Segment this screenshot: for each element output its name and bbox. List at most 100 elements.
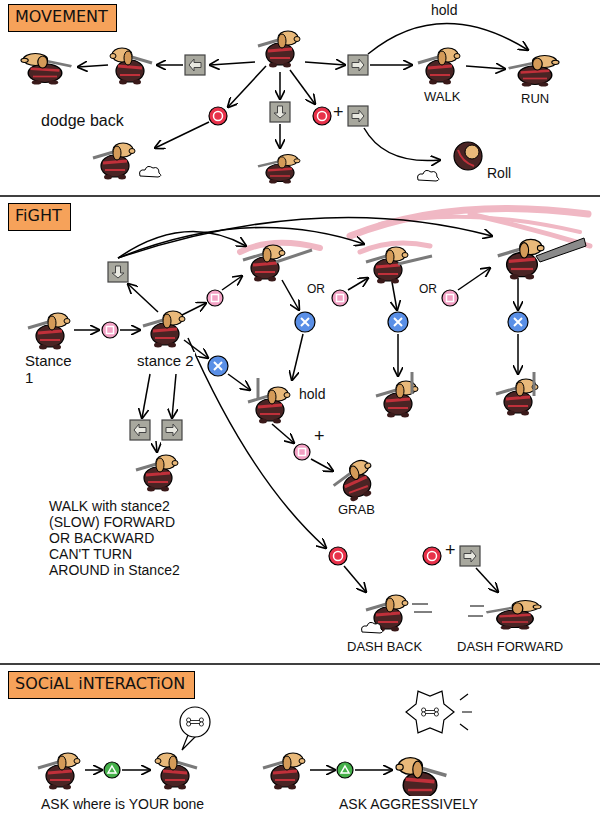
annotation-label: RUN bbox=[520, 92, 550, 107]
circle-button bbox=[423, 547, 441, 565]
drawing-part bbox=[228, 66, 266, 107]
triangle-button bbox=[337, 762, 353, 778]
drawing-part bbox=[180, 707, 210, 737]
drawing-part bbox=[412, 604, 428, 605]
speed-lines bbox=[412, 604, 484, 616]
warrior-figure bbox=[486, 600, 541, 629]
drawing-part bbox=[344, 566, 366, 592]
drawing-part bbox=[465, 145, 479, 159]
warrior-figure bbox=[496, 379, 538, 416]
warrior-figure bbox=[110, 48, 152, 85]
sword bbox=[398, 256, 432, 264]
drawing-part bbox=[290, 70, 315, 104]
warrior-figure bbox=[155, 753, 197, 790]
drawing-part bbox=[228, 374, 250, 390]
warrior-figure bbox=[329, 457, 381, 506]
section-title: SOCiAL iNTERACTiON bbox=[15, 674, 188, 693]
square-button bbox=[102, 322, 118, 338]
warrior-figure bbox=[143, 311, 185, 348]
annotation-label: DASH BACK bbox=[346, 640, 423, 655]
drawing-part bbox=[279, 124, 281, 148]
drawing-part bbox=[172, 374, 176, 418]
square-button bbox=[332, 290, 348, 306]
annotation-label: + bbox=[313, 426, 326, 447]
drawing-part bbox=[0, 195, 600, 197]
annotation-label: WALK bbox=[423, 90, 461, 105]
annotation-label: ASK where is YOUR bone bbox=[40, 796, 205, 812]
drawing-part bbox=[517, 334, 519, 374]
warrior-figure bbox=[498, 239, 544, 279]
drawing-part bbox=[279, 72, 281, 99]
warrior-figure bbox=[28, 313, 70, 350]
drawing-part bbox=[392, 282, 397, 310]
square-button bbox=[207, 290, 223, 306]
flow-arrow bbox=[74, 23, 528, 770]
drawing-part bbox=[517, 278, 519, 310]
drawing-part bbox=[422, 708, 439, 716]
drawing-part bbox=[355, 769, 392, 771]
drawing-part bbox=[468, 616, 483, 617]
drawing-part bbox=[180, 303, 206, 316]
drawing-part bbox=[128, 284, 158, 312]
drawing-part bbox=[120, 329, 140, 331]
annotation-label: WALK with stance2 (SLOW) FORWARD OR BACK… bbox=[48, 498, 192, 578]
warrior-figure bbox=[258, 154, 300, 183]
cross-button bbox=[388, 312, 408, 332]
cross-button bbox=[208, 356, 228, 376]
dust-cloud bbox=[140, 166, 161, 177]
annotation-label: stance 2 bbox=[136, 352, 195, 369]
arrow-key bbox=[162, 420, 182, 440]
warrior-figure bbox=[263, 753, 305, 790]
square-button bbox=[294, 444, 310, 460]
drawing-part bbox=[157, 64, 183, 66]
section-header-box: SOCiAL iNTERACTiON bbox=[8, 671, 195, 699]
drawing-part bbox=[187, 718, 204, 726]
warrior-figure bbox=[93, 143, 135, 180]
drawing-part bbox=[414, 612, 432, 613]
section-divider bbox=[0, 196, 600, 664]
annotation-label: Roll bbox=[486, 165, 512, 181]
drawing-part bbox=[364, 128, 440, 161]
warrior-figure bbox=[509, 56, 559, 87]
circle-button bbox=[329, 547, 347, 565]
section-title: MOVEMENT bbox=[15, 7, 110, 26]
warrior-figure bbox=[258, 31, 300, 68]
annotation-label: + bbox=[332, 102, 345, 123]
arrow-key bbox=[270, 102, 290, 122]
annotation-label: ASK AGGRESSIVELY bbox=[338, 796, 479, 812]
drawing-part bbox=[292, 334, 303, 380]
annotation-label: OR bbox=[418, 283, 438, 297]
warrior-figure bbox=[366, 247, 408, 284]
annotation-label: OR bbox=[306, 283, 326, 297]
drawing-part bbox=[311, 459, 333, 471]
warrior-figure bbox=[243, 245, 285, 282]
circle-button bbox=[209, 107, 227, 125]
drawing-part bbox=[460, 694, 472, 730]
dust-cloud bbox=[362, 622, 383, 633]
warrior-figure bbox=[21, 54, 71, 85]
drawing-part bbox=[476, 568, 498, 592]
sword bbox=[411, 372, 414, 394]
drawing-part bbox=[348, 278, 368, 290]
drawing-part bbox=[310, 769, 335, 771]
section-title: FiGHT bbox=[15, 206, 64, 225]
arrow-key bbox=[348, 55, 368, 75]
dust-cloud bbox=[418, 170, 439, 181]
section-header-box: MOVEMENT bbox=[8, 4, 117, 32]
warrior-figure bbox=[248, 387, 290, 424]
warrior-figure bbox=[418, 48, 460, 85]
annotation-label: DASH FORWARD bbox=[456, 640, 564, 655]
sword bbox=[533, 372, 536, 396]
drawing-part bbox=[282, 280, 299, 310]
triangle-button bbox=[104, 762, 120, 778]
drawing-part bbox=[305, 62, 345, 65]
drawing-part bbox=[210, 62, 255, 65]
drawing-part bbox=[458, 150, 474, 166]
circle-button bbox=[313, 107, 331, 125]
annotation-label: hold bbox=[430, 2, 458, 18]
drawing-part bbox=[458, 268, 490, 290]
drawing-part bbox=[118, 232, 246, 258]
drawing-part bbox=[406, 691, 454, 733]
annotation-label: + bbox=[444, 540, 457, 561]
